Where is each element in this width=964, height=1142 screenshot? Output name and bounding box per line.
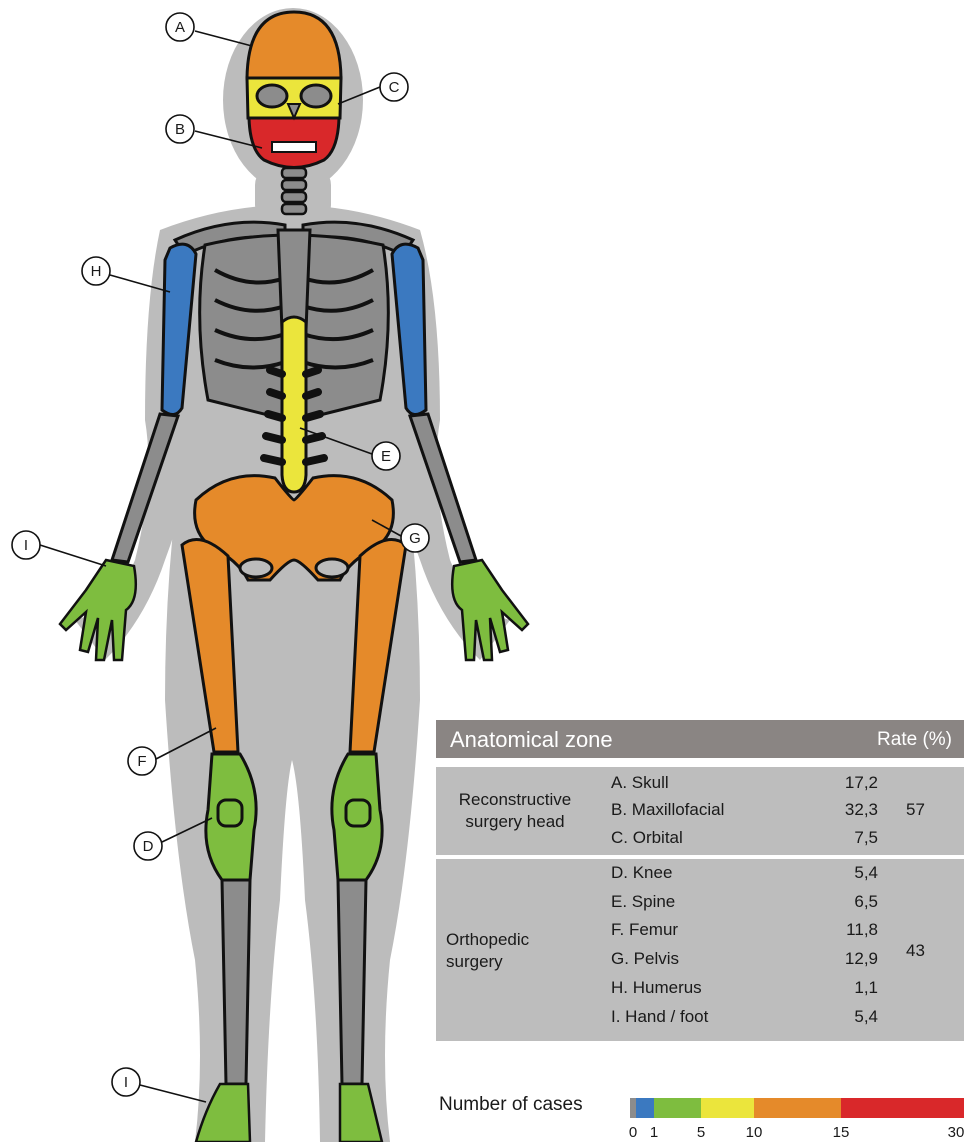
rate-table: Anatomical zone Rate (%) Reconstructive … [436,720,964,1041]
legend-swatch-red [841,1098,964,1118]
table-row: H. Humerus 1,1 [436,976,964,1001]
cervical-spine [282,168,306,214]
zone-name: E. Spine [611,892,675,912]
header-anatomical-zone: Anatomical zone [450,727,613,753]
group-orthopedic: Orthopedic surgery D. Knee 5,4 E. Spine … [436,859,964,1041]
svg-text:A: A [175,19,185,36]
callout-g: G [401,524,429,552]
legend-tick: 0 [629,1124,637,1141]
zone-name: C. Orbital [611,828,683,848]
zone-rate: 12,9 [818,949,878,969]
table-row: E. Spine 6,5 [436,890,964,915]
svg-text:I: I [24,537,28,554]
zone-name: H. Humerus [611,978,702,998]
zone-rate: 11,8 [818,920,878,940]
zone-name: D. Knee [611,863,672,883]
svg-text:H: H [91,263,102,280]
lower-legs [222,880,366,1084]
knees [206,754,382,880]
callout-e: E [372,442,400,470]
feet [196,1084,382,1142]
callout-i-foot: I [112,1068,140,1096]
legend-swatch-blue [636,1098,654,1118]
table-row: C. Orbital 7,5 [436,826,964,851]
zone-rate: 6,5 [818,892,878,912]
legend-swatch-orange [754,1098,841,1118]
table-row: A. Skull 17,2 [436,771,964,796]
table-row: G. Pelvis 12,9 [436,947,964,972]
callout-f: F [128,747,156,775]
legend-title: Number of cases [439,1094,583,1116]
zone-rate: 7,5 [818,828,878,848]
header-rate: Rate (%) [877,729,952,751]
zone-name: B. Maxillofacial [611,800,724,820]
zone-rate: 1,1 [818,978,878,998]
legend-tick: 1 [650,1124,658,1141]
table-row: I. Hand / foot 5,4 [436,1005,964,1030]
zone-name: I. Hand / foot [611,1007,708,1027]
svg-text:C: C [389,79,400,96]
group-total: 43 [906,941,925,961]
svg-text:G: G [409,530,421,547]
group-total: 57 [906,800,925,820]
zone-rate: 5,4 [818,863,878,883]
skull [247,12,341,168]
svg-text:D: D [143,838,154,855]
sternum [278,230,310,330]
svg-text:E: E [381,448,391,465]
legend-tick: 5 [697,1124,705,1141]
svg-text:I: I [124,1074,128,1091]
callout-c: C [380,73,408,101]
group-reconstructive: Reconstructive surgery head A. Skull 17,… [436,767,964,855]
table-row: D. Knee 5,4 [436,861,964,886]
svg-text:B: B [175,121,185,138]
legend-swatch-yellow [701,1098,754,1118]
callout-b: B [166,115,194,143]
zone-rate: 5,4 [818,1007,878,1027]
zone-name: F. Femur [611,920,678,940]
zone-rate: 32,3 [818,800,878,820]
legend-tick: 15 [833,1124,850,1141]
callout-h: H [82,257,110,285]
zone-name: A. Skull [611,773,669,793]
legend-color-scale [630,1098,964,1118]
callout-i-hand: I [12,531,40,559]
legend-tick: 10 [746,1124,763,1141]
table-row: B. Maxillofacial 32,3 [436,798,964,823]
zone-rate: 17,2 [818,773,878,793]
table-row: F. Femur 11,8 [436,918,964,943]
legend-tick: 30 [948,1124,964,1141]
legend-swatch-green [654,1098,701,1118]
svg-text:F: F [137,753,146,770]
zone-name: G. Pelvis [611,949,679,969]
callout-a: A [166,13,194,41]
table-header: Anatomical zone Rate (%) [436,720,964,758]
cases-legend: Number of cases 0 1 5 10 15 30 [436,1094,964,1142]
callout-d: D [134,832,162,860]
